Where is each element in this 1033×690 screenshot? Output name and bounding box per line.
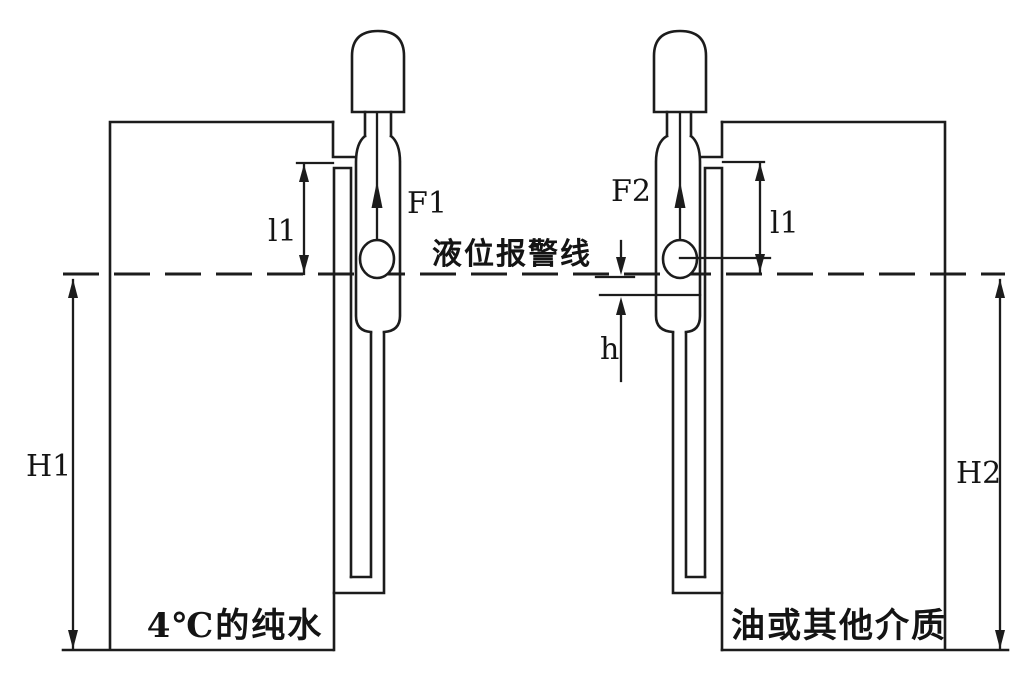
h2-label: H2 [956, 456, 1001, 491]
right-l1-label: l1 [770, 206, 799, 241]
left-gauge-bulb [350, 29, 406, 114]
right-gauge-bulb [652, 29, 708, 114]
left-l1-up-arrowhead-icon [299, 164, 309, 182]
right-tank-channel [703, 166, 724, 652]
left-tank-label: 4℃的纯水 [147, 606, 323, 646]
left-l1-label: l1 [268, 214, 297, 249]
right-tank-outline [720, 120, 1010, 652]
right-float-arrowhead-icon [674, 181, 686, 208]
left-tank-channel [332, 166, 353, 652]
right-l1-down-arrowhead-icon [755, 254, 765, 272]
right-float-chamber [654, 110, 702, 334]
h1-label: H1 [26, 449, 71, 484]
left-l1-down-arrowhead-icon [299, 255, 309, 273]
h2-up-arrowhead-icon [995, 279, 1005, 298]
h1-up-arrowhead-icon [68, 279, 78, 298]
left-float-arrowhead-icon [371, 181, 383, 208]
right-tank-label: 油或其他介质 [731, 606, 947, 646]
alarm-line-label: 液位报警线 [432, 237, 592, 272]
h-label: h [600, 332, 619, 367]
float-f1-label: F1 [407, 186, 447, 221]
h-down-arrowhead-icon [616, 257, 626, 275]
right-tank-top-step [698, 120, 724, 159]
left-gauge-standpipe [332, 331, 386, 595]
h-up-arrowhead-icon [616, 297, 626, 315]
h2-down-arrowhead-icon [995, 630, 1005, 649]
left-tank-top-step [331, 120, 358, 159]
left-float-chamber [354, 110, 402, 334]
left-float-ball [358, 238, 396, 280]
h-dimension [594, 239, 636, 383]
right-gauge-standpipe [671, 331, 724, 595]
right-l1-up-arrowhead-icon [755, 163, 765, 181]
left-tank-outline [61, 120, 335, 652]
float-f2-label: F2 [611, 174, 651, 209]
h1-down-arrowhead-icon [68, 630, 78, 649]
